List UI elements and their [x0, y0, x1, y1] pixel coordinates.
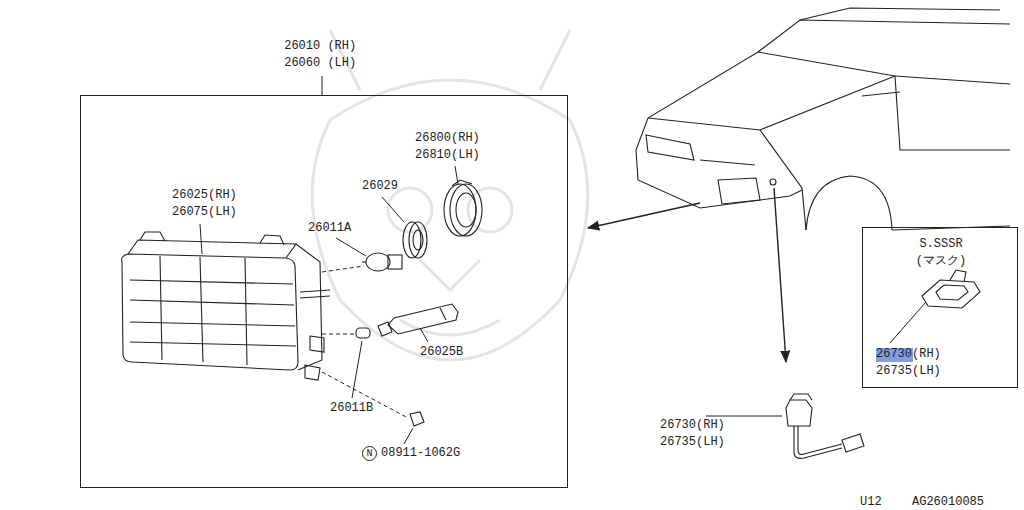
car-outline	[760, 130, 806, 230]
socket	[440, 308, 446, 320]
retaining-ring	[444, 180, 482, 236]
assembly-line	[322, 266, 364, 272]
callout-number: 26730(RH) 26735(LH)	[660, 417, 728, 451]
watermark	[400, 320, 500, 335]
part-heading: 26010 (RH) 26060 (LH)	[284, 38, 360, 72]
view-arrow	[588, 203, 700, 228]
car-outline	[646, 135, 694, 160]
car-outline	[806, 176, 892, 230]
leader-line	[404, 428, 413, 444]
headlight-unit	[122, 254, 298, 370]
headlight-unit	[122, 232, 330, 380]
drawing-code: AG26010085	[912, 494, 984, 510]
car-outline	[862, 92, 900, 96]
leader-line	[890, 302, 926, 343]
watermark	[420, 260, 480, 290]
clip	[410, 412, 424, 426]
side-marker-lamp	[786, 400, 812, 426]
socket	[356, 328, 370, 338]
leader-line	[200, 224, 202, 254]
headlight-unit	[160, 256, 247, 365]
part-heading: S.SSSR (マスク)	[909, 236, 974, 270]
watermark	[388, 188, 432, 232]
side-marker-lamp	[790, 394, 812, 400]
car-outline	[895, 76, 1010, 84]
headlight-unit	[310, 336, 324, 352]
car-outline	[636, 52, 895, 150]
view-arrow	[774, 188, 786, 362]
lamp-gasket	[950, 270, 966, 282]
bulb-seal	[403, 222, 427, 258]
socket	[356, 304, 458, 338]
part-number: 26730(RH) 26735(LH)	[876, 346, 944, 380]
car-outline	[758, 20, 1010, 52]
lamp-gasket	[936, 285, 968, 300]
bulb-seal	[413, 230, 423, 250]
assembly-line	[322, 372, 408, 418]
assembly-line	[322, 334, 356, 335]
lamp-gasket	[922, 270, 980, 308]
callout-number: 26029	[362, 178, 398, 195]
side-marker-lamp	[798, 426, 842, 455]
assembly-line	[322, 266, 408, 418]
bulb	[362, 253, 402, 271]
callout-number: 26025(RH) 26075(LH)	[172, 187, 240, 221]
side-marker-lamp	[794, 426, 842, 458]
watermark	[330, 30, 570, 90]
headlight-unit	[130, 280, 296, 346]
side-marker-lamp	[842, 434, 864, 452]
car-outline	[895, 76, 1010, 150]
car-outline	[648, 76, 895, 130]
leader-line	[200, 166, 926, 444]
headlight-unit	[128, 240, 296, 258]
bulb	[388, 255, 402, 269]
car-outline	[770, 179, 776, 185]
socket	[378, 322, 392, 336]
leader-line	[420, 328, 428, 342]
bulb	[362, 261, 366, 262]
lamp-gasket	[922, 280, 980, 308]
car-outline	[800, 8, 1000, 20]
leader-line	[455, 166, 458, 184]
clip	[410, 412, 424, 426]
car-outline	[636, 150, 802, 208]
callout-number: 26011A	[308, 220, 351, 237]
bulb-seal	[409, 222, 427, 258]
circled-symbol: N	[362, 446, 377, 461]
callout-number: 26025B	[420, 344, 463, 361]
retaining-ring	[450, 184, 482, 236]
retaining-ring	[444, 184, 476, 236]
leader-line	[336, 238, 366, 256]
headlight-unit	[305, 365, 320, 380]
car-outline	[636, 8, 1010, 230]
car-outline	[718, 178, 760, 204]
retaining-ring	[456, 193, 476, 227]
watermark	[312, 30, 588, 360]
watermark	[312, 80, 588, 360]
headlight-unit	[140, 232, 284, 245]
leader-line	[382, 197, 404, 222]
headlight-unit	[300, 290, 330, 298]
inset-box: S.SSSR (マスク) 26730(RH) 26735(LH)	[862, 227, 1018, 388]
callout-number: 26800(RH) 26810(LH)	[415, 130, 483, 164]
drawing-code: U12	[860, 494, 882, 510]
callout-number: 26011B	[330, 400, 373, 417]
group-frame	[80, 95, 568, 488]
bulb	[366, 253, 390, 271]
car-outline	[700, 160, 755, 165]
leader-line	[706, 416, 782, 417]
retaining-ring	[452, 180, 472, 186]
callout-number: 08911-1062G	[381, 445, 460, 462]
side-marker-lamp	[786, 394, 864, 458]
leader-line	[352, 341, 362, 398]
parts-group-box: 26010 (RH) 26060 (LH)	[80, 36, 568, 488]
watermark	[468, 188, 512, 232]
socket	[388, 304, 458, 334]
leader-line	[322, 76, 323, 95]
